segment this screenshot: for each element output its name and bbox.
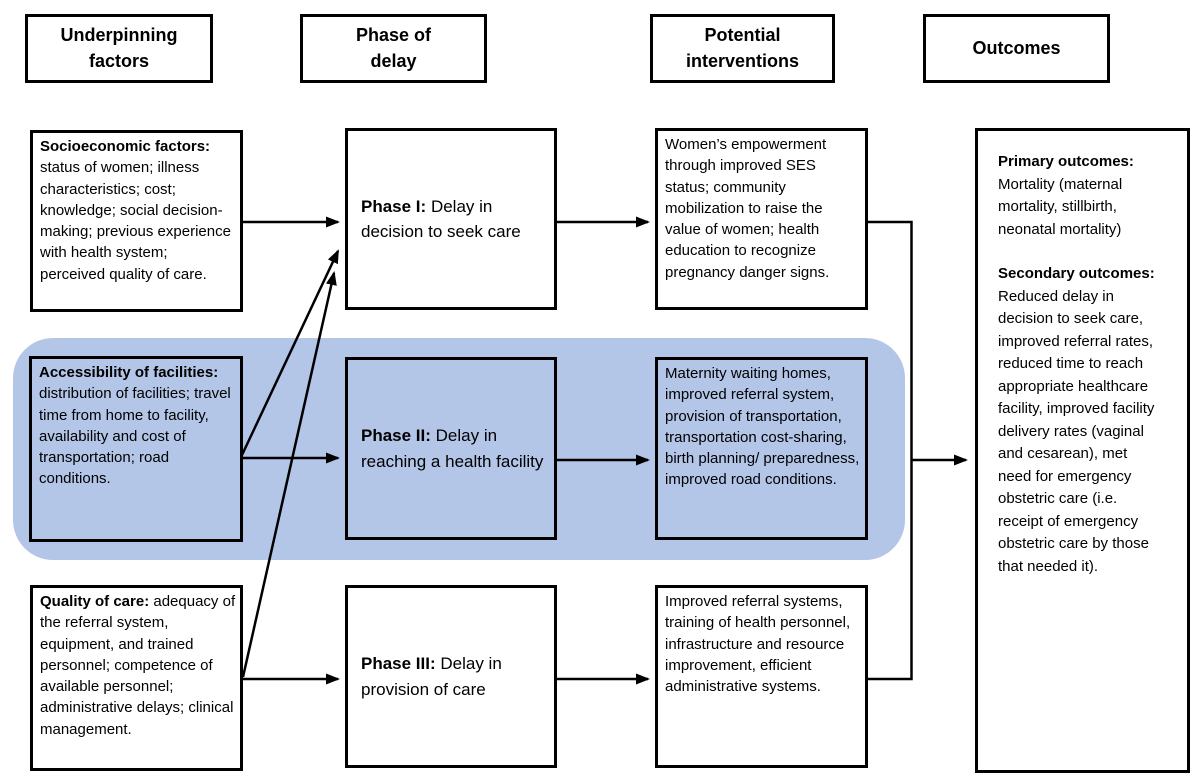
phase2-body: Delay in reaching a health facility — [361, 426, 544, 471]
accessibility-body: distribution of facilities; travel time … — [39, 385, 231, 488]
phase2-lead: Phase II: — [361, 426, 431, 445]
header-potential-interventions: Potential interventions — [650, 14, 835, 83]
box-interventions-phase3: Improved referral systems, training of h… — [655, 585, 868, 768]
box-outcomes: Primary outcomes: Mortality (maternal mo… — [975, 128, 1190, 773]
arrow-access-to-phase1 — [240, 249, 340, 456]
connector-interventions-elbow — [866, 220, 913, 681]
box-interventions-phase1: Women’s empowerment through improved SES… — [655, 128, 868, 310]
secondary-outcomes-body: Reduced delay in decision to seek care, … — [998, 287, 1155, 575]
box-quality-of-care: Quality of care: adequacy of the referra… — [30, 585, 243, 771]
secondary-outcomes-lead: Secondary outcomes: — [998, 265, 1155, 282]
box-socioeconomic-factors: Socioeconomic factors: status of women; … — [30, 130, 243, 312]
primary-outcomes-lead: Primary outcomes: — [998, 153, 1134, 170]
box-phase3: Phase III: Delay in provision of care — [345, 585, 557, 768]
interventions-phase2-text: Maternity waiting homes, improved referr… — [665, 365, 860, 489]
header-phase-of-delay: Phase of delay — [300, 14, 487, 83]
phase1-lead: Phase I: — [361, 196, 427, 216]
quality-lead: Quality of care: — [40, 593, 150, 610]
phase1-body: Delay in decision to seek care — [361, 196, 521, 242]
box-interventions-phase2: Maternity waiting homes, improved referr… — [655, 357, 868, 540]
header-underpinning-factors: Underpinning factors — [25, 14, 213, 83]
accessibility-lead: Accessibility of facilities: — [39, 364, 219, 381]
primary-outcomes-body: Mortality (maternal mortality, stillbirt… — [998, 175, 1123, 238]
interventions-phase3-text: Improved referral systems, training of h… — [665, 593, 851, 696]
header-outcomes: Outcomes — [923, 14, 1110, 83]
interventions-phase1-text: Women’s empowerment through improved SES… — [665, 136, 830, 281]
socioeconomic-body: status of women; illness characteristics… — [40, 159, 231, 283]
box-phase1: Phase I: Delay in decision to seek care — [345, 128, 557, 310]
box-phase2: Phase II: Delay in reaching a health fac… — [345, 357, 557, 540]
box-accessibility-of-facilities: Accessibility of facilities: distributio… — [29, 356, 243, 542]
socioeconomic-lead: Socioeconomic factors: — [40, 138, 211, 155]
phase3-body: Delay in provision of care — [361, 654, 502, 699]
secondary-outcomes: Secondary outcomes: Reduced delay in dec… — [998, 263, 1161, 578]
primary-outcomes: Primary outcomes: Mortality (maternal mo… — [998, 151, 1161, 241]
arrow-quality-to-phase1 — [241, 271, 337, 678]
highlight-band — [13, 338, 905, 560]
phase3-lead: Phase III: — [361, 654, 436, 673]
quality-body: adequacy of the referral system, equipme… — [40, 593, 236, 738]
